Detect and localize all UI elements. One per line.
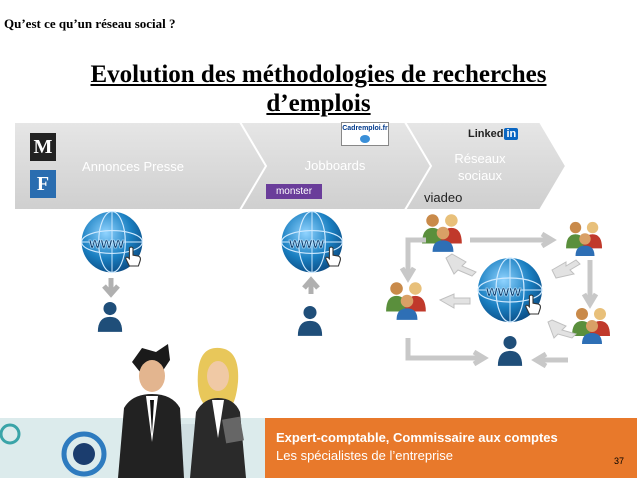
double-arrow-icon (551, 259, 581, 279)
person-icon-presse (97, 302, 123, 332)
people-group-icon-left (386, 282, 426, 320)
linkedin-in-badge: in (504, 128, 519, 140)
arrow-head-icon (531, 351, 548, 369)
double-arrow-icon (445, 253, 477, 277)
process-chevrons (13, 121, 568, 211)
double-arrow-icon (438, 293, 471, 309)
globe-www-label-reseaux: www (485, 283, 521, 300)
man-tie (150, 400, 154, 434)
slide-title-line1: Evolution des méthodologies de recherche… (90, 61, 547, 88)
page-number: 37 (614, 456, 625, 466)
arrow-head-icon (540, 231, 557, 249)
arrow-down-icon (102, 278, 120, 298)
double-arrows (438, 253, 581, 339)
stage-label-reseaux-line1: Réseaux (454, 151, 506, 166)
double-arrow-icon (547, 319, 577, 339)
people-group-icon-bottom-right (572, 308, 610, 344)
tablet-icon (222, 416, 244, 444)
stage-label-jobboards: Jobboards (304, 158, 366, 173)
arrow-bend-icon (405, 338, 480, 361)
arrow-head-icon (472, 349, 489, 367)
stage-label-reseaux-line2: sociaux (457, 168, 503, 183)
slide-title-line2: d’emplois (266, 90, 371, 117)
person-icon-reseaux (497, 336, 523, 366)
le-monde-logo: M (30, 133, 56, 161)
arrow-head-icon (399, 266, 417, 283)
footer-tagline-line2: Les spécialistes de l’entreprise (276, 448, 454, 463)
slide-header-question: Qu’est ce qu’un réseau social ? (4, 16, 176, 31)
chevron-reseaux (403, 121, 568, 211)
decor-small-ring-icon (0, 423, 21, 445)
footer-tagline-line1: Expert-comptable, Commissaire aux compte… (276, 430, 558, 445)
linkedin-logo-text: Linked (468, 128, 504, 140)
people-group-icon-top-left (422, 214, 462, 252)
people-group-icon-top-right (566, 221, 603, 256)
cadremploi-logo-text: Cadremploi.fr (342, 125, 388, 132)
arrow-up-icon (302, 276, 320, 294)
woman-shirt (212, 400, 224, 438)
business-people-illustration (118, 344, 246, 478)
decor-ring-core (73, 443, 95, 465)
stage-label-annonces: Annonces Presse (82, 159, 184, 174)
decor-ring-icon (61, 431, 107, 477)
stage-label-reseaux: Réseaux sociaux (440, 150, 520, 184)
globe-www-label-presse: www (88, 235, 124, 252)
woman-face (207, 361, 229, 391)
man-face (139, 360, 165, 392)
viadeo-logo: viadeo (424, 190, 463, 205)
le-figaro-logo: F (30, 170, 56, 198)
cadremploi-logo: Cadremploi.fr (341, 122, 389, 146)
globe-www-label-jobboards: www (288, 235, 324, 252)
man-suit (118, 394, 184, 478)
arrow-head-icon (581, 292, 599, 309)
cycle-arrows (399, 231, 599, 369)
person-icon-jobboards (297, 306, 323, 336)
arrow-bend-icon (405, 237, 426, 274)
monster-logo: monster (266, 184, 322, 199)
slide-title: Evolution des méthodologies de recherche… (0, 60, 637, 118)
network-diagram: www www www (81, 211, 610, 369)
